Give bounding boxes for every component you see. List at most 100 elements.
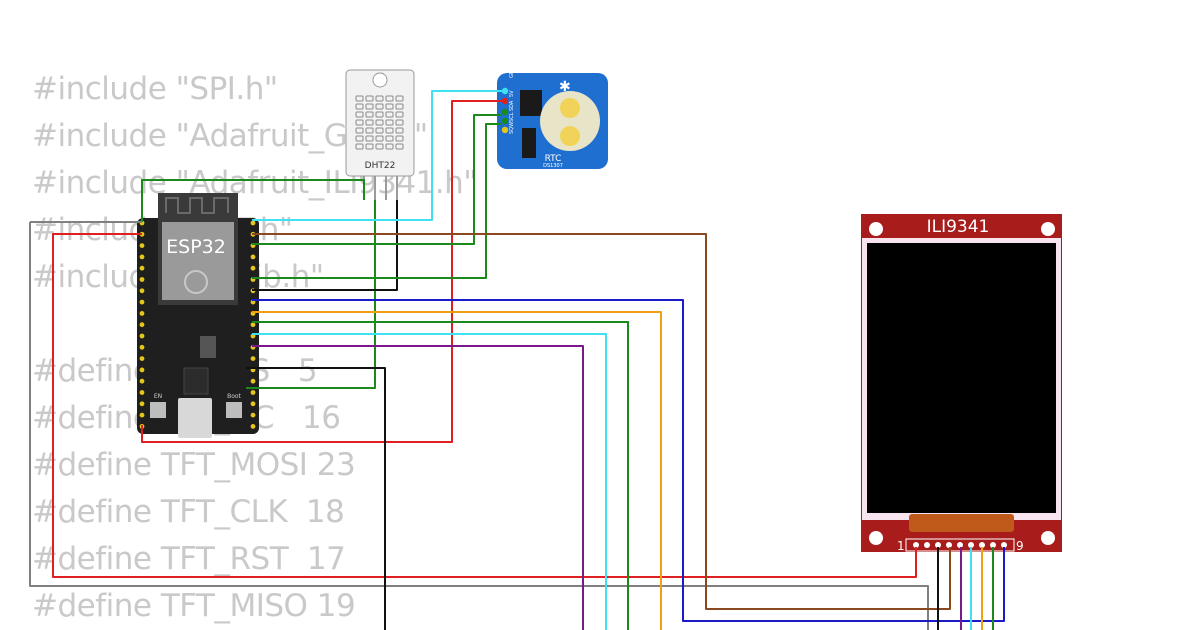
- display-title: ILI9341: [927, 217, 990, 237]
- esp32-pin: [139, 322, 145, 328]
- esp32-pin: [139, 344, 145, 350]
- wire-blue[interactable]: [252, 299, 1005, 622]
- boot-button[interactable]: [226, 402, 242, 418]
- esp32-board[interactable]: ESP32 EN Boot: [137, 193, 259, 438]
- en-label: EN: [154, 393, 162, 400]
- display-pin: [957, 542, 963, 548]
- wire-green[interactable]: [252, 114, 502, 245]
- display-pin: [1001, 542, 1007, 548]
- display-pin: [968, 542, 974, 548]
- usb-chip: [183, 367, 209, 395]
- wire-black[interactable]: [246, 367, 386, 630]
- mount-hole: [1041, 222, 1055, 236]
- esp32-pin: [139, 401, 145, 407]
- grill-slot: [395, 135, 404, 142]
- wire-brown[interactable]: [252, 233, 951, 610]
- en-button[interactable]: [150, 402, 166, 418]
- esp32-pin: [139, 390, 145, 395]
- esp32-pin: [250, 356, 256, 361]
- rtc-pin-label: SDA: [509, 100, 515, 111]
- grill-slot: [395, 119, 404, 126]
- rtc-pin-label: SCL: [509, 112, 515, 122]
- display-pin: [935, 542, 941, 548]
- display-pin: [924, 542, 930, 548]
- grill-slot: [365, 135, 374, 142]
- grill-slot: [355, 135, 364, 142]
- espressif-logo-icon: [184, 270, 208, 294]
- rtc-chip: [520, 90, 542, 116]
- code-line: #define TFT_MISO 19: [32, 588, 356, 624]
- ili9341-display[interactable]: ILI9341 1 9: [861, 214, 1062, 553]
- rtc-ds1307-module[interactable]: ✱ RTC DS1307: [497, 73, 608, 169]
- wire-cyan[interactable]: [252, 90, 502, 221]
- wire-red[interactable]: [52, 233, 917, 578]
- wire-orange[interactable]: [252, 311, 662, 630]
- rtc-pin: [501, 126, 509, 134]
- code-line: #define TFT_MOSI 23: [32, 447, 356, 483]
- grill-slot: [355, 111, 364, 118]
- wire-black[interactable]: [252, 200, 398, 291]
- grill-slot: [365, 143, 374, 150]
- esp32-pin: [250, 254, 256, 260]
- grill-slot: [395, 111, 404, 118]
- dht22-grill: [355, 95, 404, 150]
- dht22-sensor[interactable]: DHT22: [345, 69, 415, 200]
- display-screen[interactable]: [867, 243, 1056, 513]
- battery-contact: [560, 98, 580, 118]
- grill-slot: [375, 127, 384, 134]
- boot-label: Boot: [227, 393, 241, 400]
- usb-port[interactable]: [178, 398, 212, 438]
- grill-slot: [365, 95, 374, 102]
- grill-slot: [385, 127, 394, 134]
- grill-slot: [355, 95, 364, 102]
- wires: [29, 90, 1005, 630]
- grill-slot: [395, 143, 404, 150]
- esp32-pin: [139, 299, 145, 305]
- esp32-pin: [139, 243, 145, 249]
- wire-purple[interactable]: [252, 345, 584, 630]
- mount-hole: [869, 222, 883, 236]
- wire-green[interactable]: [252, 321, 629, 630]
- esp32-shield-can: [162, 222, 234, 300]
- rtc-chip-label: DS1307: [543, 163, 563, 169]
- rtc-pin: [501, 117, 509, 125]
- wire-red[interactable]: [141, 100, 502, 443]
- grill-slot: [365, 119, 374, 126]
- grill-slot: [385, 119, 394, 126]
- esp32-pin: [250, 401, 256, 407]
- wire-green[interactable]: [252, 123, 502, 279]
- grill-slot: [375, 119, 384, 126]
- wire-cyan[interactable]: [252, 333, 607, 630]
- esp32-pin: [250, 424, 256, 429]
- battery-contact: [560, 126, 580, 146]
- rtc-crystal: [522, 128, 536, 158]
- rtc-pin: [501, 97, 509, 105]
- grill-slot: [385, 95, 394, 102]
- esp32-pin: [250, 412, 256, 418]
- esp32-pin: [139, 412, 145, 418]
- grill-slot: [385, 103, 394, 110]
- grill-slot: [365, 127, 374, 134]
- esp32-pin: [139, 277, 145, 282]
- esp32-pin: [139, 333, 145, 339]
- display-pin: [979, 542, 985, 548]
- esp32-pin: [139, 254, 145, 260]
- dht22-title: DHT22: [365, 161, 396, 171]
- rtc-title: RTC: [545, 154, 562, 164]
- esp32-pin: [139, 265, 145, 271]
- grill-slot: [365, 103, 374, 110]
- esp32-pin: [139, 378, 145, 384]
- rtc-pins: [501, 87, 509, 134]
- grill-slot: [375, 95, 384, 102]
- grill-slot: [355, 127, 364, 134]
- rtc-pin-label: 5V: [509, 90, 515, 97]
- wire-green[interactable]: [246, 200, 376, 389]
- grill-slot: [365, 111, 374, 118]
- esp32-pin: [139, 288, 145, 294]
- esp32-pin: [250, 220, 256, 226]
- mount-hole: [1041, 531, 1055, 545]
- wire-green[interactable]: [141, 179, 365, 222]
- grill-slot: [355, 143, 364, 150]
- display-pin: [913, 542, 919, 548]
- esp32-pin: [139, 356, 145, 361]
